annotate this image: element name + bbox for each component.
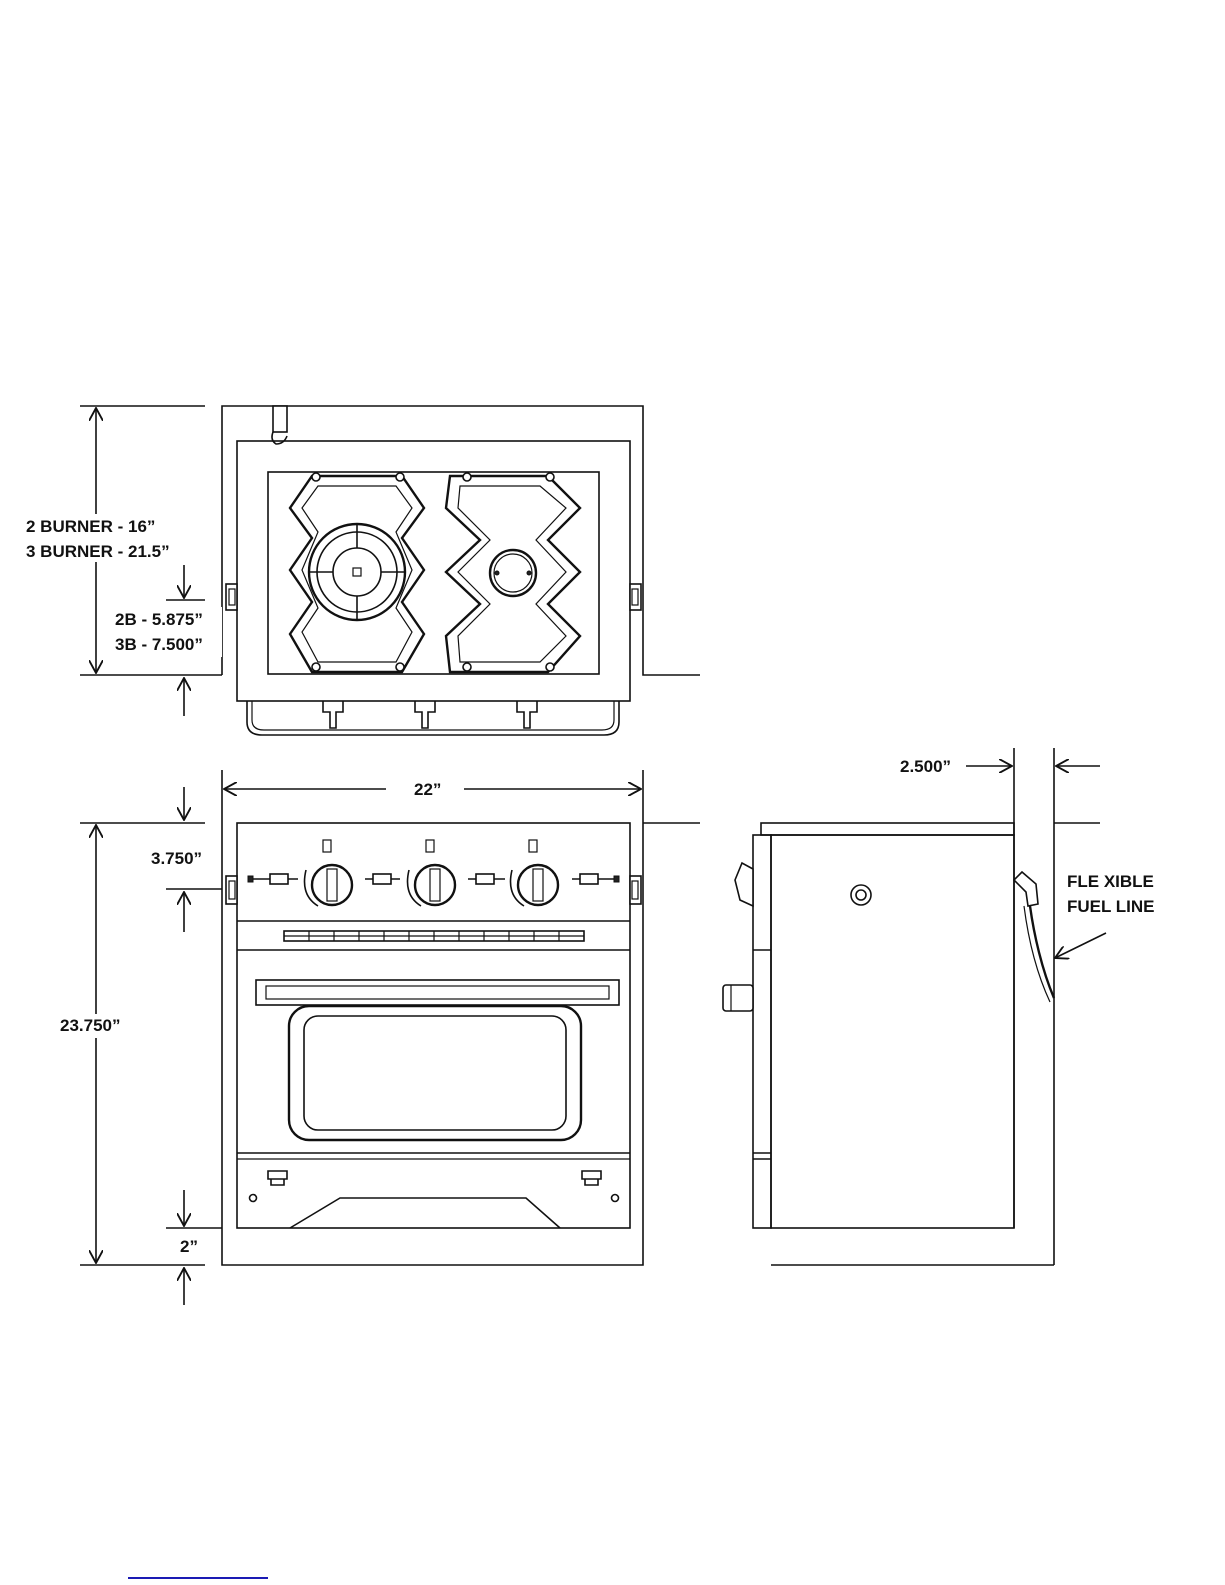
oven-window [289,1006,581,1140]
label-depth-2-burner: 2 BURNER - 16” [26,517,155,536]
label-fuel-line-1: FLE XIBLE [1067,872,1154,891]
dimension-labels: 2 BURNER - 16” 3 BURNER - 21.5” 2B - 5.8… [26,514,1155,1256]
label-fuel-line-2: FUEL LINE [1067,897,1155,916]
vent-strip [284,931,584,941]
label-depth-3-burner: 3 BURNER - 21.5” [26,542,170,561]
gimbal-bracket-right [630,584,641,610]
side-bolt [851,885,871,905]
side-knob [735,863,753,906]
front-view [80,810,700,1265]
knob-1 [305,840,353,906]
grate-right [446,476,580,672]
side-view [723,810,1106,1265]
oven-door-handle [256,980,619,1005]
label-panel-height: 3.750” [151,849,202,868]
knob-3 [511,840,559,906]
label-grate-3b: 3B - 7.500” [115,635,203,654]
knob-2 [408,840,456,906]
top-view-knob-stems [323,701,537,728]
label-width: 22” [414,780,441,799]
grate-feet [312,473,554,671]
label-side-clearance: 2.500” [900,757,951,776]
label-total-height: 23.750” [60,1016,121,1035]
footer-link-underline[interactable] [128,1577,268,1579]
label-kick-height: 2” [180,1237,198,1256]
side-handle [723,985,753,1011]
label-grate-2b: 2B - 5.875” [115,610,203,629]
kick-plate [250,1171,619,1228]
fuel-inlet-pipe [272,406,287,444]
grate-left [290,476,424,672]
flexible-fuel-line [1014,872,1054,1002]
igniter-switches [248,874,619,884]
gimbal-bracket-left [226,584,237,610]
top-view [80,406,700,735]
